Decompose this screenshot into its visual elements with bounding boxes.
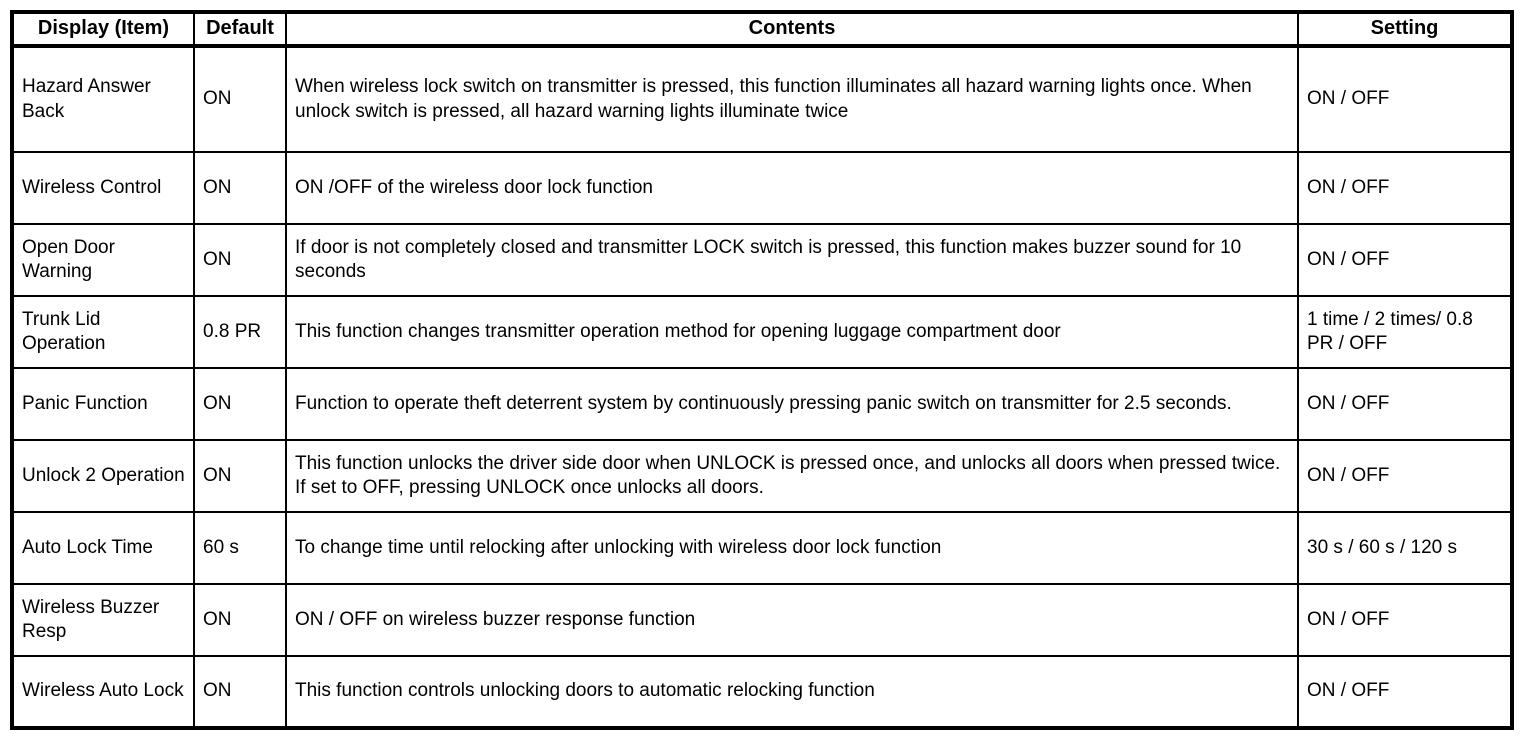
- table-row-auto-lock-time: Auto Lock Time 60 s To change time until…: [11, 511, 1513, 585]
- cell-setting: 1 time / 2 times/ 0.8 PR / OFF: [1297, 295, 1513, 369]
- table-row-unlock-2-operation: Unlock 2 Operation ON This function unlo…: [11, 439, 1513, 513]
- cell-setting: ON / OFF: [1297, 223, 1513, 297]
- cell-contents: ON /OFF of the wireless door lock functi…: [285, 151, 1299, 225]
- wireless-door-lock-settings-table: Display (Item) Default Contents Setting …: [10, 10, 1514, 730]
- table-row-open-door-warning: Open Door Warning ON If door is not comp…: [11, 223, 1513, 297]
- table-row-wireless-auto-lock: Wireless Auto Lock ON This function cont…: [11, 655, 1513, 729]
- column-header-display-item: Display (Item): [11, 11, 195, 48]
- cell-display-item: Wireless Buzzer Resp: [11, 583, 195, 657]
- header-row: Display (Item) Default Contents Setting: [11, 11, 1513, 48]
- cell-contents: This function unlocks the driver side do…: [285, 439, 1299, 513]
- cell-default: ON: [193, 583, 287, 657]
- cell-setting: ON / OFF: [1297, 151, 1513, 225]
- table-row-wireless-buzzer-resp: Wireless Buzzer Resp ON ON / OFF on wire…: [11, 583, 1513, 657]
- cell-setting: 30 s / 60 s / 120 s: [1297, 511, 1513, 585]
- cell-display-item: Unlock 2 Operation: [11, 439, 195, 513]
- column-header-contents: Contents: [285, 11, 1299, 48]
- table-row-panic-function: Panic Function ON Function to operate th…: [11, 367, 1513, 441]
- column-header-default: Default: [193, 11, 287, 48]
- cell-setting: ON / OFF: [1297, 583, 1513, 657]
- cell-contents: This function controls unlocking doors t…: [285, 655, 1299, 729]
- cell-contents: ON / OFF on wireless buzzer response fun…: [285, 583, 1299, 657]
- cell-default: ON: [193, 367, 287, 441]
- cell-display-item: Open Door Warning: [11, 223, 195, 297]
- cell-setting: ON / OFF: [1297, 367, 1513, 441]
- cell-display-item: Wireless Control: [11, 151, 195, 225]
- cell-setting: ON / OFF: [1297, 655, 1513, 729]
- cell-display-item: Hazard Answer Back: [11, 45, 195, 153]
- cell-default: ON: [193, 655, 287, 729]
- table-row-hazard-answer-back: Hazard Answer Back ON When wireless lock…: [11, 45, 1513, 153]
- cell-default: 60 s: [193, 511, 287, 585]
- cell-display-item: Trunk Lid Operation: [11, 295, 195, 369]
- cell-default: ON: [193, 223, 287, 297]
- cell-display-item: Auto Lock Time: [11, 511, 195, 585]
- cell-default: 0.8 PR: [193, 295, 287, 369]
- cell-setting: ON / OFF: [1297, 439, 1513, 513]
- cell-display-item: Wireless Auto Lock: [11, 655, 195, 729]
- cell-default: ON: [193, 151, 287, 225]
- cell-display-item: Panic Function: [11, 367, 195, 441]
- cell-setting: ON / OFF: [1297, 45, 1513, 153]
- cell-contents: This function changes transmitter operat…: [285, 295, 1299, 369]
- cell-contents: If door is not completely closed and tra…: [285, 223, 1299, 297]
- table-row-wireless-control: Wireless Control ON ON /OFF of the wirel…: [11, 151, 1513, 225]
- table-row-trunk-lid-operation: Trunk Lid Operation 0.8 PR This function…: [11, 295, 1513, 369]
- cell-contents: Function to operate theft deterrent syst…: [285, 367, 1299, 441]
- cell-default: ON: [193, 45, 287, 153]
- cell-contents: To change time until relocking after unl…: [285, 511, 1299, 585]
- cell-default: ON: [193, 439, 287, 513]
- column-header-setting: Setting: [1297, 11, 1513, 48]
- cell-contents: When wireless lock switch on transmitter…: [285, 45, 1299, 153]
